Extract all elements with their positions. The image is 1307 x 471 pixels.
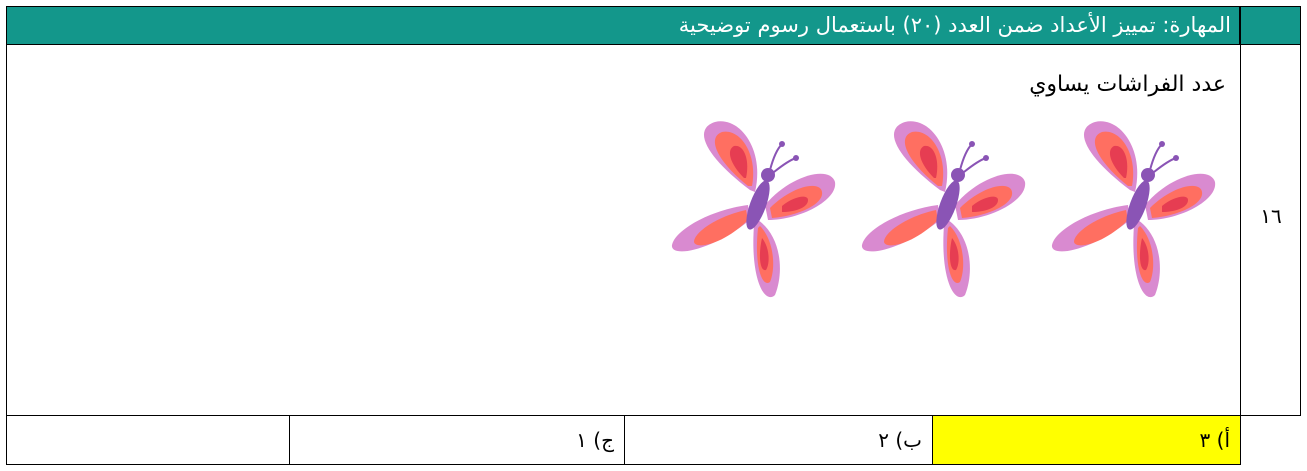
answer-option-a[interactable]: أ) ٣ <box>932 416 1240 464</box>
butterfly-3 <box>670 120 837 299</box>
answer-option-empty <box>7 416 289 464</box>
skill-header: المهارة: تمييز الأعداد ضمن العدد (٢٠) با… <box>6 6 1301 45</box>
butterfly-2 <box>860 120 1027 299</box>
skill-title: المهارة: تمييز الأعداد ضمن العدد (٢٠) با… <box>678 13 1231 37</box>
butterfly-1 <box>1050 120 1217 299</box>
question-prompt: عدد الفراشات يساوي <box>1029 72 1226 97</box>
butterflies-illustration <box>670 120 1217 299</box>
header-number-cell <box>1239 7 1300 44</box>
answer-choices: أ) ٣ ب) ٢ ج) ١ <box>6 415 1241 465</box>
answer-option-c[interactable]: ج) ١ <box>289 416 624 464</box>
question-content: عدد الفراشات يساوي <box>7 44 1240 415</box>
answer-option-b[interactable]: ب) ٢ <box>624 416 932 464</box>
question-number: ١٦ <box>1240 6 1301 425</box>
question-table: المهارة: تمييز الأعداد ضمن العدد (٢٠) با… <box>6 6 1301 465</box>
question-row: عدد الفراشات يساوي <box>6 44 1301 416</box>
